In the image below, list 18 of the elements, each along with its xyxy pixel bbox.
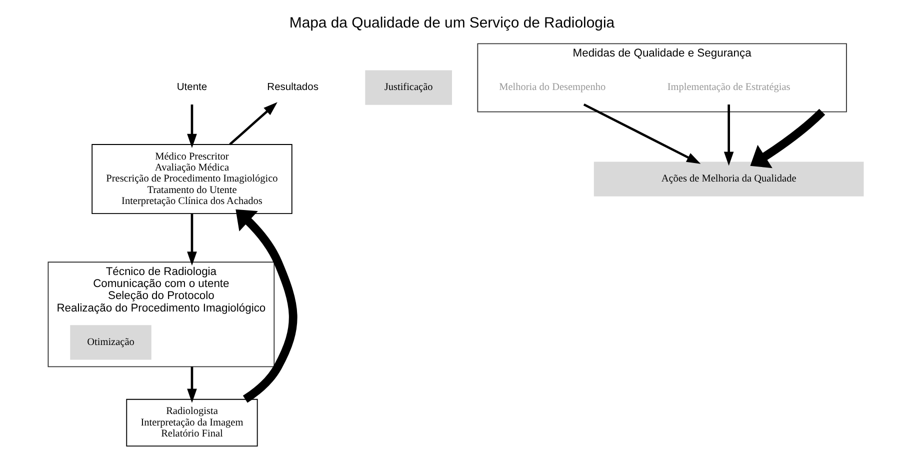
node-box: Médico Prescritor Avaliação Médica Prescrição de Procedimento Imagiológico Tratamento do Utente Interpretação Clínica dos Achados	[91, 144, 292, 214]
arrow	[582, 103, 700, 164]
arrow	[723, 104, 734, 166]
arrow	[750, 108, 825, 168]
node-text: Utente	[176, 82, 207, 94]
arrow	[228, 102, 277, 146]
diagram-title: Mapa da Qualidade de um Serviço de Radiologia	[288, 14, 614, 32]
node-box: Ações de Melhoria da Qualidade	[593, 162, 864, 196]
node-box: Otimização	[70, 325, 151, 360]
arrow	[186, 104, 196, 148]
arrow	[186, 214, 196, 266]
node-text: Resultados	[266, 82, 318, 94]
node-text: Melhoria do Desempenho	[498, 82, 606, 94]
node-box: Justificação	[364, 70, 452, 105]
arrow	[186, 366, 196, 403]
node-box: Radiologista Interpretação da Imagem Relatório Final	[126, 398, 258, 447]
arrow	[235, 209, 297, 403]
node-text: Implementação de Estratégias	[666, 82, 790, 94]
